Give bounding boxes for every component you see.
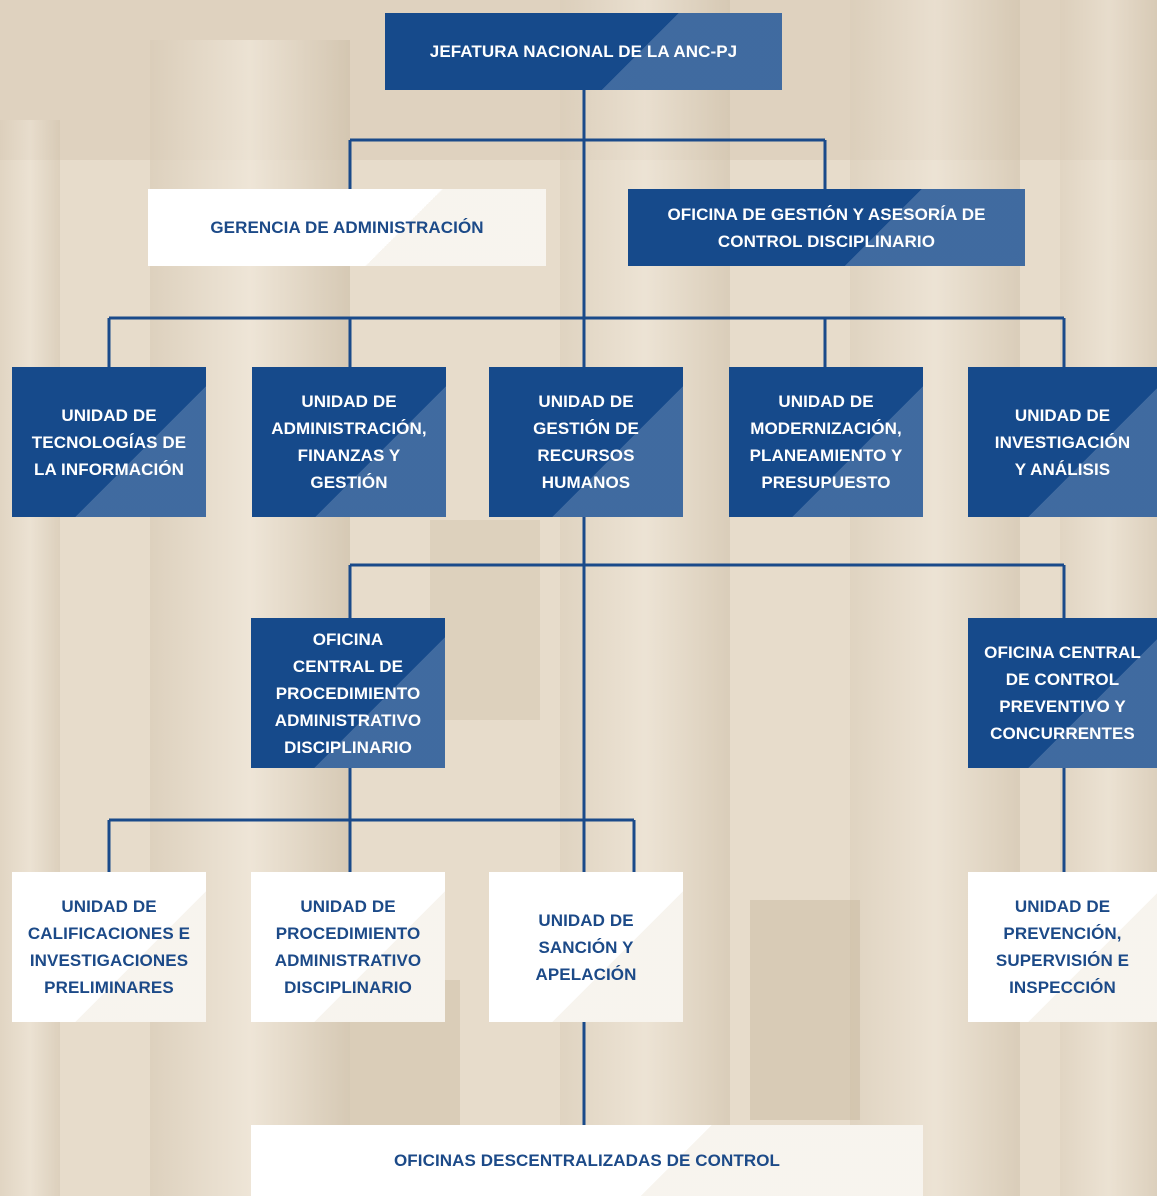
node-label: OFICINA CENTRAL DE CONTROL PREVENTIVO Y … bbox=[984, 643, 1141, 743]
node-unidad-modernizacion: UNIDAD DE MODERNIZACIÓN, PLANEAMIENTO Y … bbox=[729, 367, 923, 517]
node-label: UNIDAD DE SANCIÓN Y APELACIÓN bbox=[535, 910, 637, 984]
node-jefatura-nacional: JEFATURA NACIONAL DE LA ANC-PJ bbox=[385, 13, 782, 90]
node-label: OFICINAS DESCENTRALIZADAS DE CONTROL bbox=[393, 1151, 781, 1170]
node-oficina-gestion-asesoria: OFICINA DE GESTIÓN Y ASESORÍA DE CONTROL… bbox=[628, 189, 1025, 266]
node-label: UNIDAD DE CALIFICACIONES E INVESTIGACION… bbox=[27, 897, 191, 997]
node-unidad-procedimiento: UNIDAD DE PROCEDIMIENTO ADMINISTRATIVO D… bbox=[251, 872, 445, 1022]
node-unidad-tecnologias: UNIDAD DE TECNOLOGÍAS DE LA INFORMACIÓN bbox=[12, 367, 206, 517]
node-label: GERENCIA DE ADMINISTRACIÓN bbox=[210, 218, 484, 237]
node-label: UNIDAD DE TECNOLOGÍAS DE LA INFORMACIÓN bbox=[31, 405, 187, 479]
node-oficina-central-pad: OFICINA CENTRAL DE PROCEDIMIENTO ADMINIS… bbox=[251, 618, 445, 768]
node-oficina-central-control: OFICINA CENTRAL DE CONTROL PREVENTIVO Y … bbox=[968, 618, 1157, 768]
node-unidad-calificaciones: UNIDAD DE CALIFICACIONES E INVESTIGACION… bbox=[12, 872, 206, 1022]
node-unidad-prevencion: UNIDAD DE PREVENCIÓN, SUPERVISIÓN E INSP… bbox=[968, 872, 1157, 1022]
node-oficinas-descentralizadas: OFICINAS DESCENTRALIZADAS DE CONTROL bbox=[251, 1125, 923, 1196]
node-label: JEFATURA NACIONAL DE LA ANC-PJ bbox=[429, 42, 738, 61]
node-label: OFICINA CENTRAL DE PROCEDIMIENTO ADMINIS… bbox=[274, 629, 422, 757]
node-unidad-sancion: UNIDAD DE SANCIÓN Y APELACIÓN bbox=[489, 872, 683, 1022]
node-unidad-administracion-finanzas: UNIDAD DE ADMINISTRACIÓN, FINANZAS Y GES… bbox=[252, 367, 446, 517]
node-unidad-gestion-rrhh: UNIDAD DE GESTIÓN DE RECURSOS HUMANOS bbox=[489, 367, 683, 517]
node-label: UNIDAD DE ADMINISTRACIÓN, FINANZAS Y GES… bbox=[271, 392, 427, 492]
node-label: UNIDAD DE GESTIÓN DE RECURSOS HUMANOS bbox=[533, 392, 639, 492]
node-unidad-investigacion: UNIDAD DE INVESTIGACIÓN Y ANÁLISIS bbox=[968, 367, 1157, 517]
node-label: OFICINA DE GESTIÓN Y ASESORÍA DE CONTROL… bbox=[667, 204, 986, 251]
node-label: UNIDAD DE MODERNIZACIÓN, PLANEAMIENTO Y … bbox=[749, 392, 903, 492]
node-gerencia-administracion: GERENCIA DE ADMINISTRACIÓN bbox=[148, 189, 546, 266]
node-label: UNIDAD DE INVESTIGACIÓN Y ANÁLISIS bbox=[994, 405, 1131, 479]
node-label: UNIDAD DE PROCEDIMIENTO ADMINISTRATIVO D… bbox=[274, 897, 422, 997]
node-label: UNIDAD DE PREVENCIÓN, SUPERVISIÓN E INSP… bbox=[995, 897, 1130, 997]
